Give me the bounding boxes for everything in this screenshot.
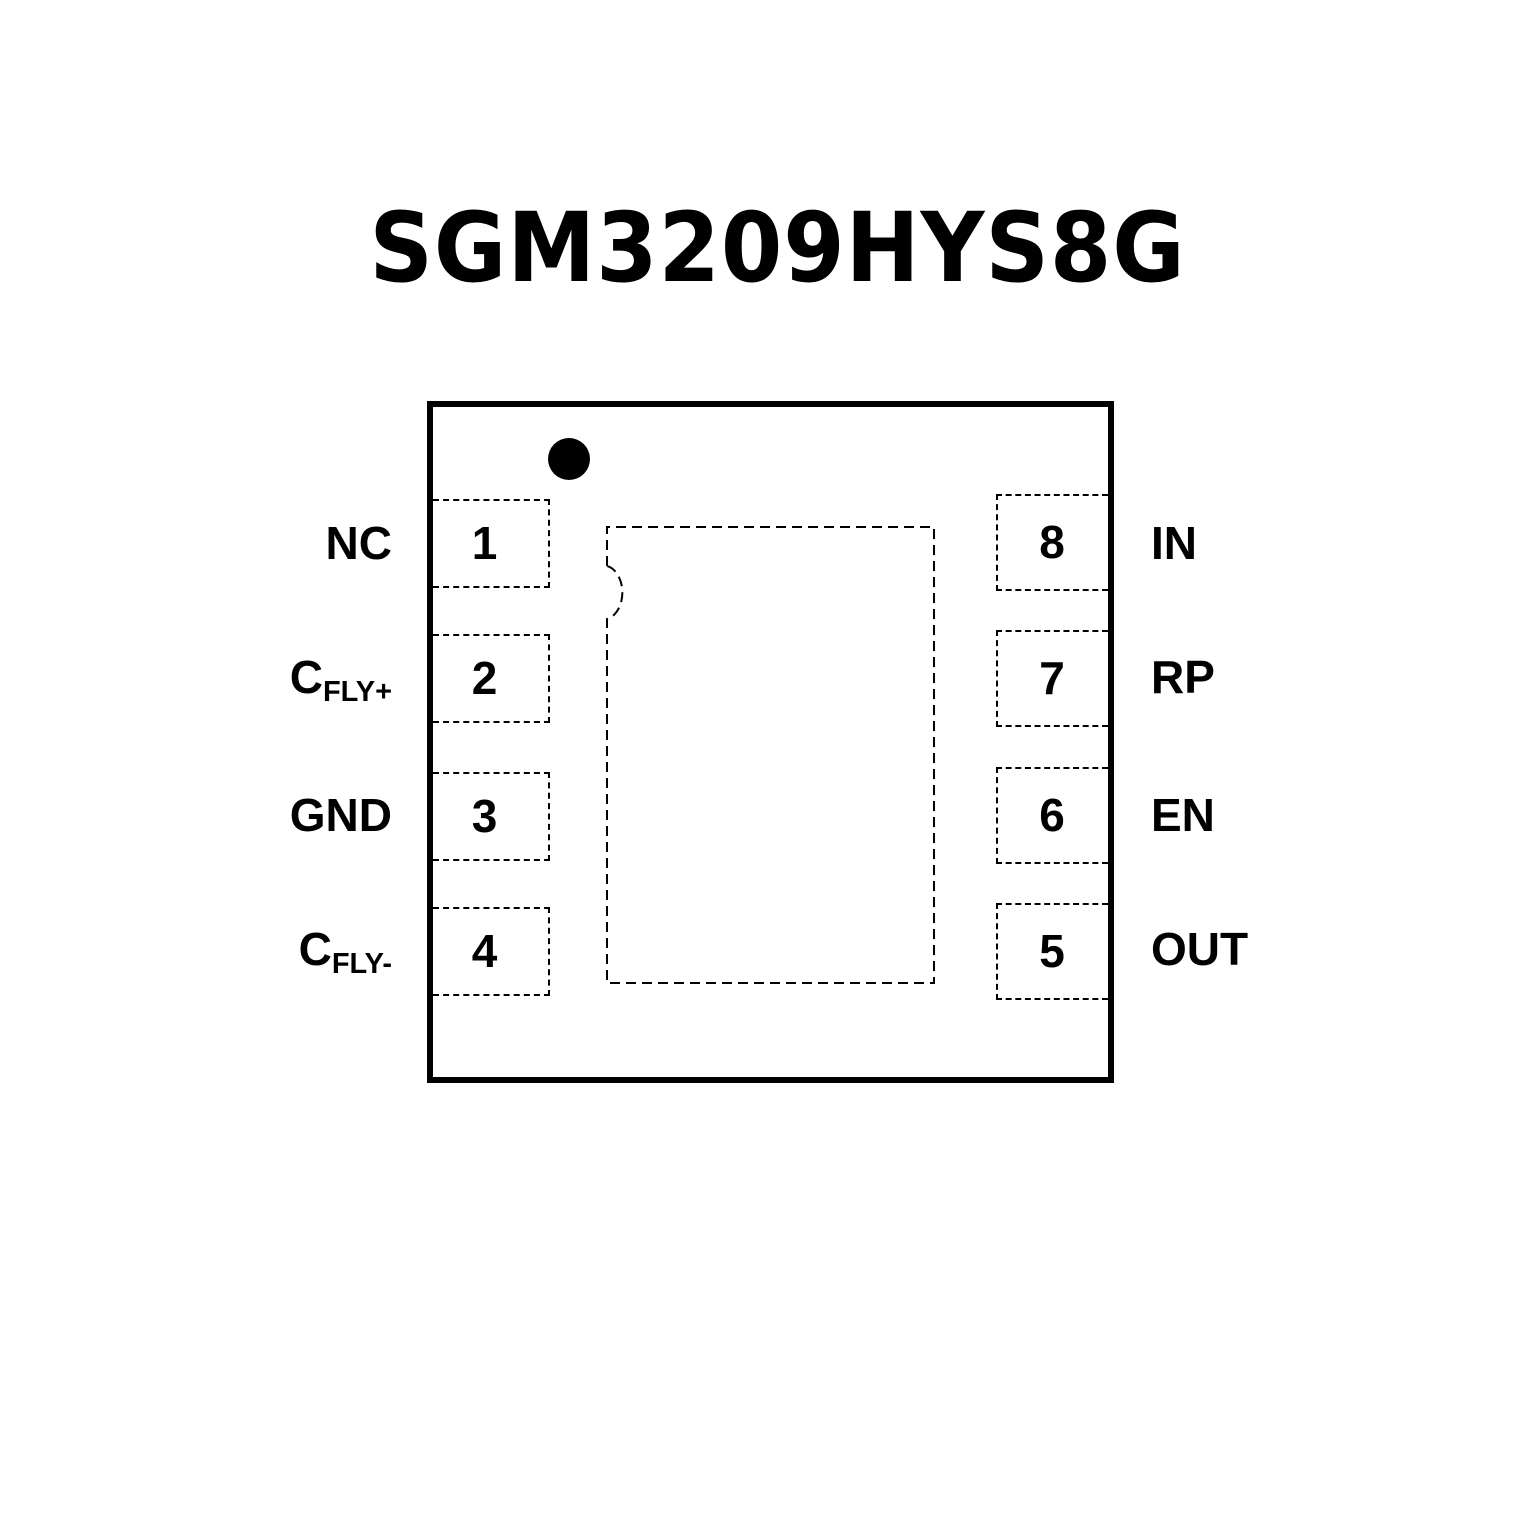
pin-number: 4 [471,924,498,977]
pad-pin-4: 4 [433,907,550,996]
pin-label-gnd: GND [290,792,392,838]
pin-label-main: GND [289,789,392,841]
pin-number: 8 [1039,515,1065,568]
exposed-pad [606,526,935,984]
pad-pin-3: 3 [433,772,550,861]
part-number-title: SGM3209HYS8G [369,192,1186,304]
pin-label-cfly-plus: CFLY+ [289,651,392,707]
pin-number: 1 [471,516,498,569]
pin-number: 6 [1039,788,1065,841]
pad-pin-5: 5 [996,903,1108,1000]
pin-label-nc: NC [326,520,392,566]
pin-label-out: OUT [1151,926,1248,972]
pin-label-rp: RP [1151,654,1215,700]
pin-label-in: IN [1151,520,1197,566]
pad-pin-6: 6 [996,767,1108,864]
pad-pin-2: 2 [433,634,550,723]
pin-label-main: RP [1151,651,1215,703]
pin-label-sub: FLY- [331,948,392,980]
pin-number: 3 [471,789,498,842]
pin-label-main: NC [325,517,392,569]
pin-number: 7 [1039,651,1065,704]
pin-label-main: EN [1151,789,1215,841]
pad-pin-8: 8 [996,494,1108,591]
pad-pin-7: 7 [996,630,1108,727]
pin-label-main: IN [1151,517,1197,569]
pin-number: 5 [1039,924,1065,977]
pin-label-sub: FLY+ [322,676,392,708]
pin-label-main: C [298,923,332,975]
pin-label-cfly-minus: CFLY- [298,923,392,979]
pad-pin-1: 1 [433,499,550,588]
pin-label-en: EN [1151,792,1215,838]
pin-label-main: OUT [1151,923,1249,975]
pin1-marker-dot-icon [548,438,590,480]
pin-label-main: C [289,651,323,703]
pin-number: 2 [471,651,498,704]
